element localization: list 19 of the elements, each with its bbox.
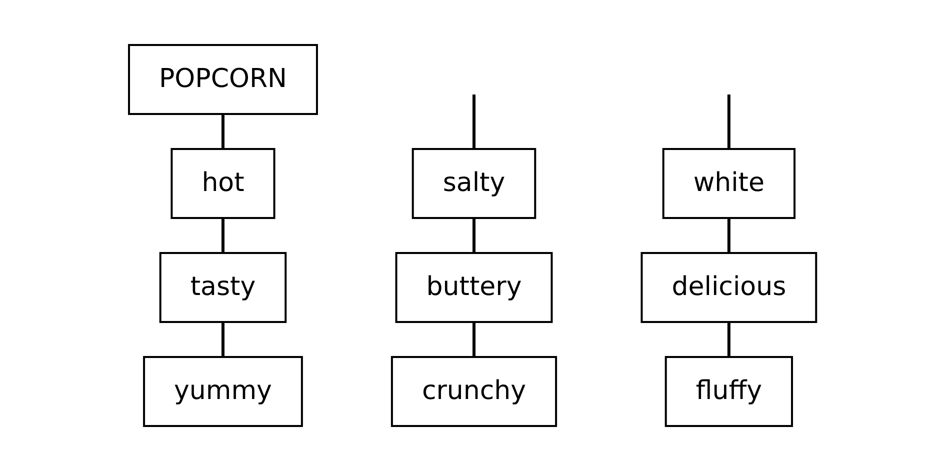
connector	[221, 322, 224, 356]
connector	[472, 322, 476, 356]
connector	[221, 218, 224, 252]
node-box: salty	[412, 148, 536, 218]
node-box: tasty	[159, 252, 287, 322]
node-box: fluffy	[664, 356, 793, 426]
connector	[727, 218, 730, 252]
connector	[221, 114, 224, 148]
node-box: hot	[170, 148, 276, 218]
node-box: white	[662, 148, 796, 218]
node-box: buttery	[395, 252, 553, 322]
connector	[727, 94, 730, 148]
connector	[727, 322, 730, 356]
connector	[472, 94, 476, 148]
node-box: crunchy	[390, 356, 557, 426]
connector	[472, 218, 476, 252]
node-box: yummy	[142, 356, 303, 426]
node-box: delicious	[640, 252, 818, 322]
node-box: POPCORN	[128, 44, 318, 114]
